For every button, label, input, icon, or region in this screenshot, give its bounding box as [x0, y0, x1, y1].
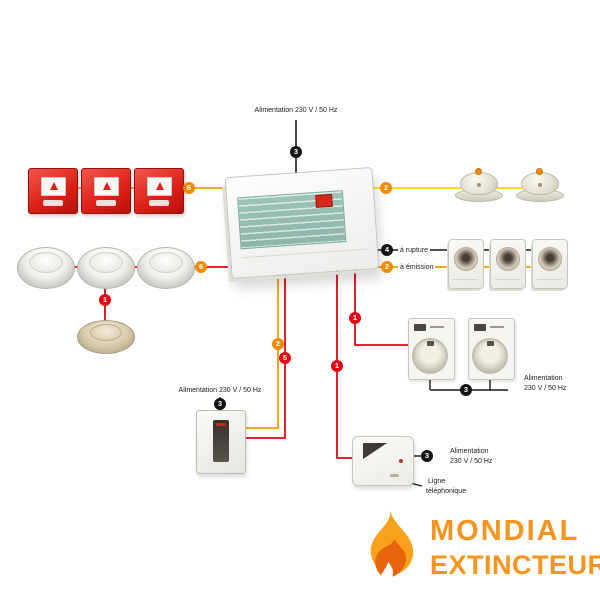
- smoke-detector-heat: [77, 320, 135, 354]
- label-phone-line-1: Ligne: [428, 478, 446, 485]
- label-power-phone-2: 230 V / 50 Hz: [450, 458, 493, 465]
- sounder-seam: [495, 279, 520, 280]
- label-emission: à émission: [398, 263, 436, 272]
- transmitter-led-icon: [399, 459, 403, 463]
- wall-sounder: [532, 239, 568, 289]
- wire-psu-red: [245, 266, 286, 439]
- wire-door-feed: [354, 266, 410, 346]
- holder-logo-tag: [414, 324, 426, 331]
- dome-beacon-icon: [475, 168, 482, 175]
- brand-line-1: MONDIAL: [430, 515, 580, 547]
- badge-psu-power: 3: [214, 398, 226, 410]
- badge-call-points: 6: [183, 182, 195, 194]
- sounder-seam: [453, 279, 478, 280]
- label-power-door-2: 230 V / 50 Hz: [524, 385, 567, 392]
- transmitter-button: [390, 474, 399, 477]
- badge-psu-orange: 2: [272, 338, 284, 350]
- flame-glyph-icon: [156, 182, 164, 190]
- flame-inner: [375, 539, 407, 577]
- dome-indicator: [477, 183, 481, 187]
- call-point-window: [94, 177, 119, 196]
- dome-beacon-icon: [536, 168, 543, 175]
- label-power-psu: Alimentation 230 V / 50 Hz: [178, 387, 262, 394]
- call-point-reset-strip: [43, 200, 63, 206]
- label-phone-line-2: téléphonique: [426, 488, 467, 495]
- dome-sounder: [455, 168, 503, 202]
- badge-emission: 2: [381, 261, 393, 273]
- brand-name: MONDIAL EXTINCTEUR: [430, 514, 600, 582]
- speaker-cone-icon: [496, 247, 520, 271]
- badge-top-power: 3: [290, 146, 302, 158]
- dome-sounder: [516, 168, 564, 202]
- label-rupture: à rupture: [398, 246, 431, 255]
- power-supply-unit: [196, 410, 246, 474]
- call-point-reset-strip: [96, 200, 116, 206]
- label-power-top: Alimentation 230 V / 50 Hz: [254, 107, 338, 114]
- holder-label-line: [430, 326, 444, 328]
- flame-glyph-icon: [50, 182, 58, 190]
- manual-call-point: [134, 168, 184, 214]
- call-point-window: [41, 177, 66, 196]
- fire-alarm-control-panel: [224, 166, 380, 280]
- speaker-cone-icon: [538, 247, 562, 271]
- label-power-phone-1: Alimentation: [450, 448, 489, 455]
- call-point-window: [147, 177, 172, 196]
- badge-phone-power: 3: [421, 450, 433, 462]
- manual-call-point: [28, 168, 78, 214]
- wire-psu-orange: [245, 266, 279, 429]
- speaker-cone-icon: [454, 247, 478, 271]
- holder-label-line: [490, 326, 504, 328]
- smoke-detector: [17, 247, 75, 289]
- wire-phone-feed: [336, 266, 354, 459]
- manual-call-point: [81, 168, 131, 214]
- psu-front-slot: [213, 420, 229, 462]
- badge-door-feed: 1: [349, 312, 361, 324]
- badge-smoke-loop: 6: [195, 261, 207, 273]
- door-holder: [408, 318, 455, 380]
- badge-phone-feed: 1: [331, 360, 343, 372]
- holder-logo-tag: [474, 324, 486, 331]
- brand-line-2: EXTINCTEUR: [430, 550, 600, 580]
- dome-indicator: [538, 183, 542, 187]
- flame-glyph-icon: [103, 182, 111, 190]
- telephone-transmitter: [352, 436, 414, 486]
- smoke-detector: [77, 247, 135, 289]
- sounder-seam: [537, 279, 562, 280]
- wall-sounder: [490, 239, 526, 289]
- panel-seam: [241, 248, 368, 259]
- door-holder: [468, 318, 515, 380]
- badge-smoke-branch: 1: [99, 294, 111, 306]
- transmitter-grille-icon: [363, 443, 387, 459]
- smoke-detector: [137, 247, 195, 289]
- badge-sirens: 2: [380, 182, 392, 194]
- holder-dial: [412, 338, 448, 374]
- holder-dial: [472, 338, 508, 374]
- flame-icon: [370, 510, 414, 577]
- call-point-reset-strip: [149, 200, 169, 206]
- wall-sounder: [448, 239, 484, 289]
- label-power-door-1: Alimentation: [524, 375, 563, 382]
- panel-red-button: [315, 193, 333, 208]
- badge-rupture: 4: [381, 244, 393, 256]
- badge-psu-red: 5: [279, 352, 291, 364]
- badge-door-power: 3: [460, 384, 472, 396]
- psu-led-icon: [216, 423, 226, 426]
